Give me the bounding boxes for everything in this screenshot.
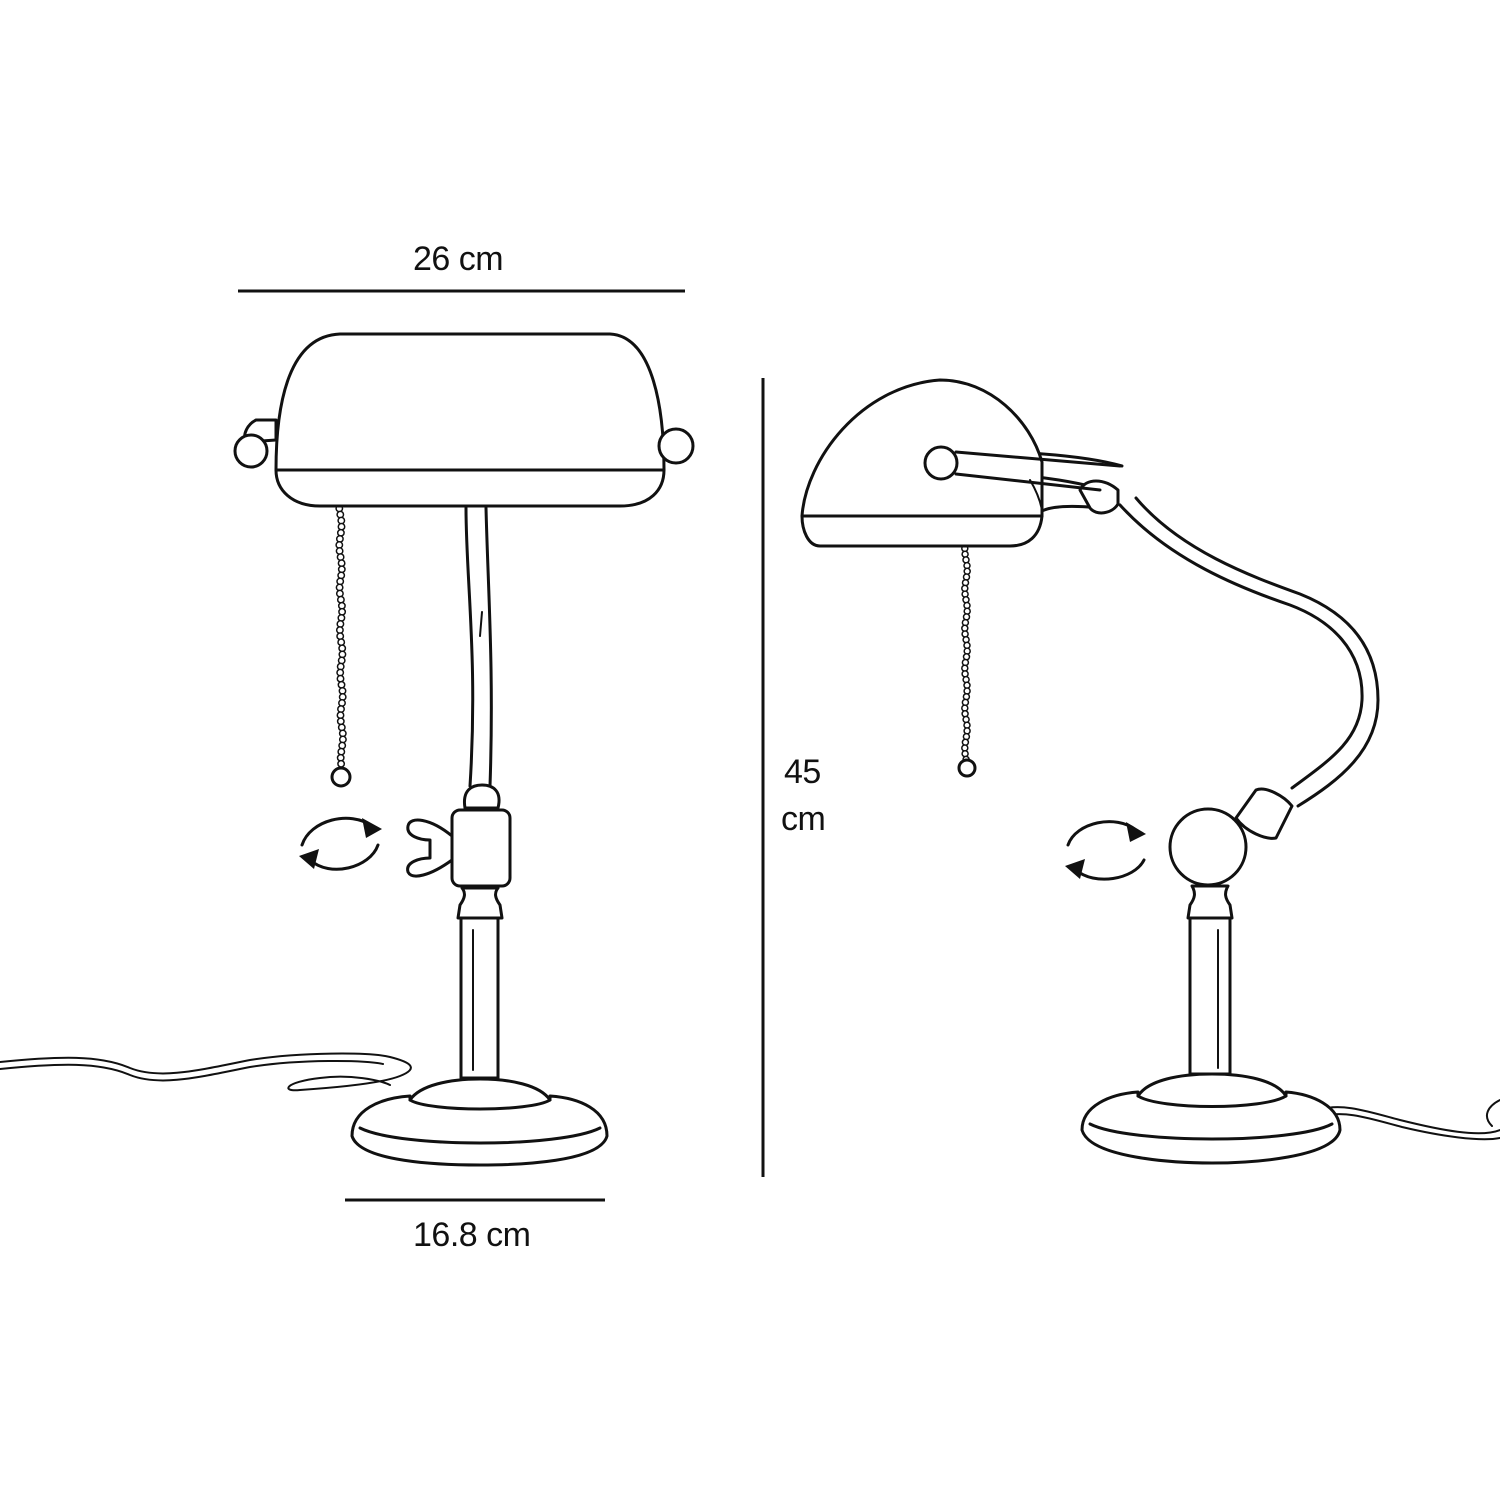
front-joint <box>450 808 512 888</box>
side-pull-chain <box>961 516 971 764</box>
front-shade <box>274 332 666 508</box>
height-value-label: 45 <box>784 753 821 791</box>
side-shade <box>800 378 1044 548</box>
rotate-arrows-icon <box>299 816 382 871</box>
chain-bead <box>337 656 346 665</box>
front-view-lamp <box>0 332 695 1167</box>
front-arm <box>464 506 475 788</box>
base-diameter-label: 16.8 cm <box>413 1216 531 1254</box>
front-base <box>350 1077 609 1167</box>
chain-bead <box>337 638 346 647</box>
chain-bead <box>338 699 346 707</box>
side-ball-joint <box>1168 807 1248 887</box>
front-stem <box>459 916 500 1080</box>
chain-bead <box>336 595 345 604</box>
front-power-cord <box>0 1052 412 1092</box>
shade-width-label: 26 cm <box>413 240 504 278</box>
chain-bead <box>336 674 345 683</box>
chain-bead <box>337 680 346 689</box>
chain-bead <box>335 547 344 555</box>
chain-bead <box>336 553 345 562</box>
chain-bead <box>338 741 347 750</box>
front-pull-chain <box>335 468 347 768</box>
side-base <box>1080 1072 1342 1165</box>
chain-bead <box>335 589 344 598</box>
chain-bead <box>337 759 346 768</box>
chain-bead <box>336 528 345 537</box>
rotate-arrows-icon <box>1065 820 1146 881</box>
chain-bead <box>336 717 345 726</box>
side-view-lamp <box>800 378 1500 1165</box>
side-power-cord <box>1319 1106 1500 1135</box>
height-unit-label: cm <box>781 800 826 838</box>
side-stem <box>1188 916 1232 1076</box>
side-arm <box>1118 503 1364 790</box>
chain-bead <box>337 613 346 622</box>
